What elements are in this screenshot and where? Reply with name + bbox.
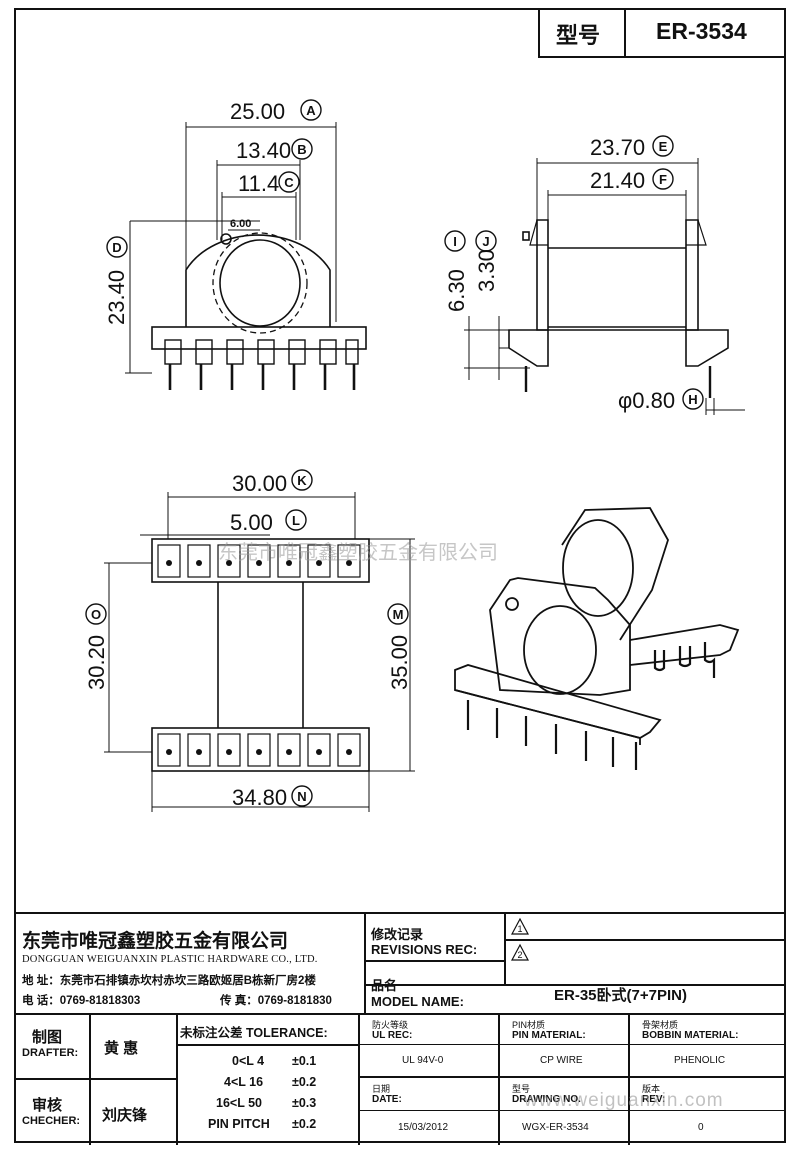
drawing-value: WGX-ER-3534 [522,1122,589,1133]
tolerance-range-1: 0<L 4 [232,1054,265,1068]
revision-2-icon: 2 [511,943,529,961]
dim-n: 34.80 [232,785,287,810]
tolerance-value-4: ±0.2 [292,1117,317,1131]
ul-label-cn: 防火等级 [372,1020,409,1030]
svg-text:1: 1 [517,924,522,934]
marker-k: K [297,473,307,488]
front-view [125,122,367,390]
dim-j: 3.30 [474,249,499,292]
marker-d: D [112,240,121,255]
top-view [104,492,415,812]
dim-i: 6.30 [444,269,469,312]
marker-l: L [292,513,300,528]
model-label-en: MODEL NAME: [371,994,464,1009]
marker-n: N [297,789,306,804]
drafter-name: 黄 惠 [104,1040,139,1057]
pin-label-cn: PIN材质 [512,1020,546,1030]
drafter-label-cn: 制图 [32,1029,63,1046]
dim-e: 23.70 [590,135,645,160]
checker-name: 刘庆锋 [102,1107,148,1124]
watermark-company: 东莞市唯冠鑫塑胶五金有限公司 [218,541,498,564]
dim-c: 11.4 [238,171,279,196]
pin-label-en: PIN MATERIAL: [512,1030,586,1041]
company-phone: 电 话：0769-81818303 [22,995,141,1007]
pin-value: CP WIRE [540,1055,583,1066]
marker-o: O [91,607,101,622]
company-name-en: DONGGUAN WEIGUANXIN PLASTIC HARDWARE CO.… [22,954,318,965]
dim-h: φ0.80 [618,388,675,413]
date-label-cn: 日期 [372,1084,391,1094]
bobbin-label-en: BOBBIN MATERIAL: [642,1030,739,1041]
tolerance-value-3: ±0.3 [292,1096,317,1110]
ul-value: UL 94V-0 [402,1055,444,1066]
dim-b: 13.40 [236,138,291,163]
revision-1-icon: 1 [511,917,529,935]
drawing-label-cn: 型号 [512,1084,531,1094]
dim-k: 30.00 [232,471,287,496]
marker-b: B [297,142,306,157]
company-fax: 传 真：0769-8181830 [220,995,332,1007]
marker-i: I [453,234,457,249]
dim-a: 25.00 [230,99,285,124]
side-view [464,158,745,415]
tolerance-value-2: ±0.2 [292,1075,317,1089]
dim-d: 23.40 [104,270,129,325]
isometric-view [454,507,740,770]
model-header-box: 型号 ER-3534 [538,8,786,58]
revisions-label-cn: 修改记录 [371,927,424,942]
marker-a: A [306,103,316,118]
model-name-value: ER-35卧式(7+7PIN) [554,987,687,1004]
dim-l: 5.00 [230,510,273,535]
marker-f: F [659,172,667,187]
marker-h: H [688,392,697,407]
tolerance-range-3: 16<L 50 [216,1096,262,1110]
watermark-url: www.weiguanxin.com [524,1090,724,1111]
technical-drawing: 25.00 13.40 11.4 6.00 23.40 23.70 21.40 … [84,99,745,812]
company-name-cn: 东莞市唯冠鑫塑胶五金有限公司 [22,931,289,952]
tolerance-range-2: 4<L 16 [224,1075,264,1089]
svg-text:2: 2 [517,950,522,960]
drafter-label-en: DRAFTER: [22,1047,79,1059]
checker-label-cn: 审核 [32,1097,63,1114]
title-block: 东莞市唯冠鑫塑胶五金有限公司 DONGGUAN WEIGUANXIN PLAST… [14,912,786,1145]
company-address: 地 址：东莞市石排镇赤坎村赤坎三路欧姬居B栋新厂房2楼 [22,975,316,987]
model-label-cn: 品名 [371,978,398,993]
date-value: 15/03/2012 [398,1122,449,1133]
date-label-en: DATE: [372,1094,402,1105]
bobbin-value: PHENOLIC [674,1055,726,1066]
tolerance-label: 未标注公差 TOLERANCE: [180,1026,328,1040]
dim-m: 35.00 [387,635,412,690]
tolerance-range-4: PIN PITCH [208,1117,270,1131]
dim-o: 30.20 [84,635,109,690]
checker-label-en: CHECHER: [22,1115,81,1127]
rev-label-cn: 版本 [642,1084,661,1094]
drawing-frame [14,8,786,1143]
revisions-label-en: REVISIONS REC: [371,942,478,957]
dim-f: 21.40 [590,168,645,193]
drawing-label-en: DRAWING NO. [512,1094,581,1105]
dimension-markers [85,99,704,807]
rev-value: 0 [698,1122,704,1133]
marker-j: J [482,234,489,249]
tolerance-value-1: ±0.1 [292,1054,317,1068]
model-number: ER-3534 [656,18,747,44]
ul-label-en: UL REC: [372,1030,413,1041]
marker-e: E [659,139,668,154]
bobbin-label-cn: 骨架材质 [642,1020,679,1030]
marker-m: M [393,607,404,622]
dim-hole: 6.00 [230,218,251,230]
rev-label-en: REV: [642,1094,666,1105]
marker-c: C [284,175,294,190]
type-label: 型号 [556,23,601,48]
